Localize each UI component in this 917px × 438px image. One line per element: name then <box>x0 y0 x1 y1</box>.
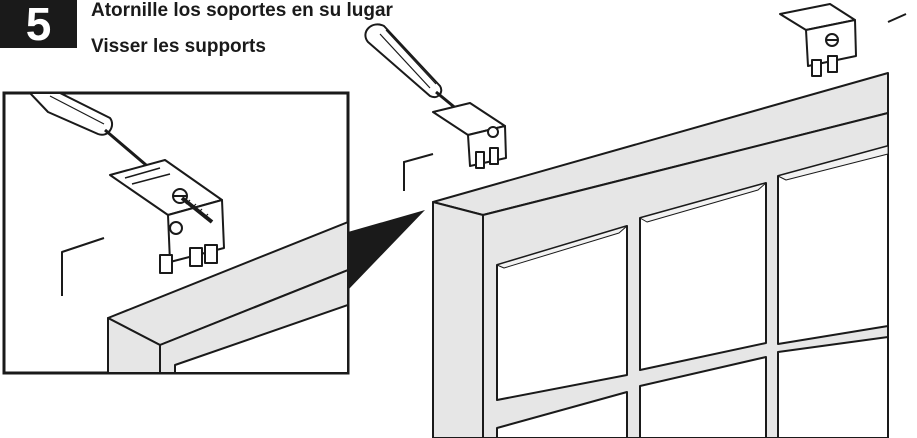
mounting-bracket-icon <box>779 3 857 77</box>
step-number-badge: 5 <box>0 0 77 48</box>
callout-pointer <box>348 210 425 290</box>
mounting-bracket-icon <box>109 159 225 274</box>
mounting-bracket-icon <box>432 102 507 169</box>
window-frame-icon <box>432 72 889 438</box>
instruction-spanish: Atornille los soportes en su lugar <box>91 0 393 21</box>
instruction-french: Visser les supports <box>91 36 266 57</box>
detail-inset <box>2 91 350 375</box>
corner-guide-marks <box>403 13 907 191</box>
